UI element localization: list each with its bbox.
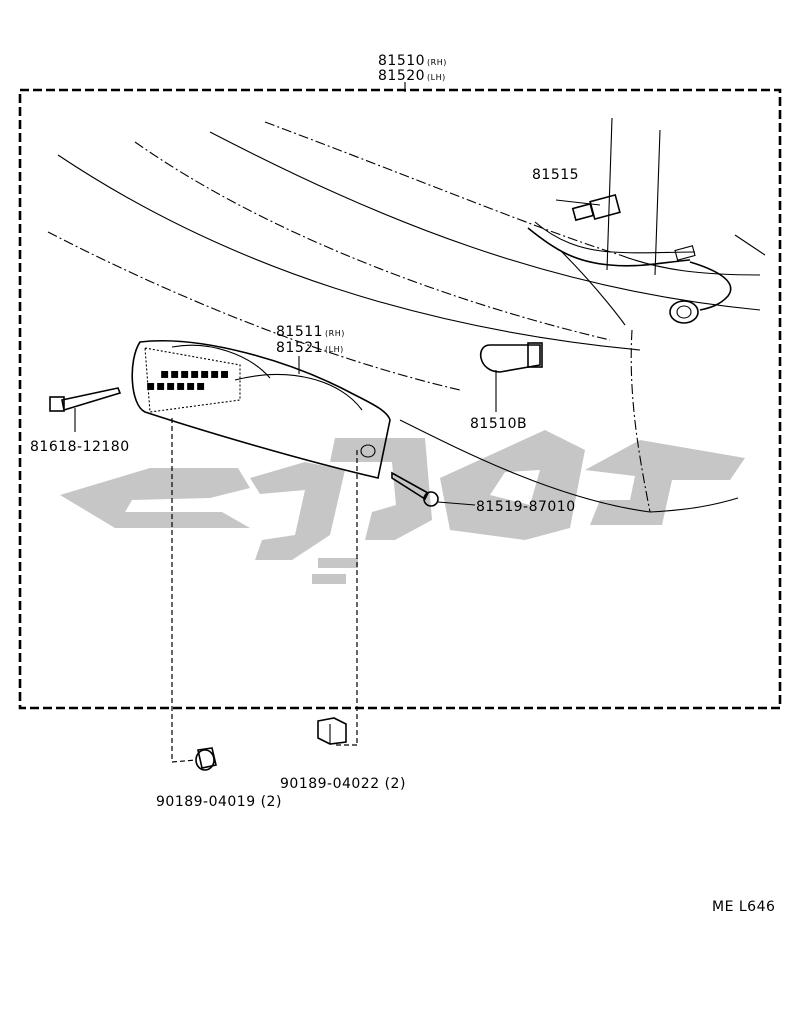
screw-81519 [391, 471, 476, 507]
label-lens: 81511(RH) 81521(LH) [276, 324, 345, 356]
label-harness: 81515 [532, 167, 579, 183]
svg-text:81520(LH): 81520(LH) [378, 68, 446, 84]
wiring-harness [527, 193, 732, 324]
watermark-logo [60, 430, 745, 584]
label-screw-left: 81618-12180 [30, 439, 130, 455]
label-bulb: 81510B [470, 416, 527, 432]
svg-text:81521(LH): 81521(LH) [276, 340, 344, 356]
turn-signal-lens: ▪▪▪▪▪▪ ▪▪▪▪▪▪▪ [131, 340, 391, 479]
svg-text:▪▪▪▪▪▪: ▪▪▪▪▪▪ [146, 378, 206, 394]
nut-90189-04019 [195, 747, 217, 771]
bulb-81510b [479, 342, 543, 412]
svg-text:81510(RH): 81510(RH) [378, 53, 447, 69]
bumper-contours [47, 117, 766, 513]
alignment-lines [171, 418, 358, 763]
label-nut-left: 90189-04019 (2) [156, 794, 282, 810]
svg-text:81511(RH): 81511(RH) [276, 324, 345, 340]
svg-text:▪▪▪▪▪▪▪: ▪▪▪▪▪▪▪ [160, 366, 230, 382]
diagram-code: ME L646 [712, 899, 775, 915]
label-nut-right: 90189-04022 (2) [280, 776, 406, 792]
screw-81618 [49, 387, 122, 432]
assembly-boundary [18, 88, 782, 710]
label-assembly: 81510(RH) 81520(LH) [378, 53, 447, 84]
label-screw-right: 81519-87010 [476, 499, 576, 515]
nut-90189-04022 [317, 717, 347, 745]
